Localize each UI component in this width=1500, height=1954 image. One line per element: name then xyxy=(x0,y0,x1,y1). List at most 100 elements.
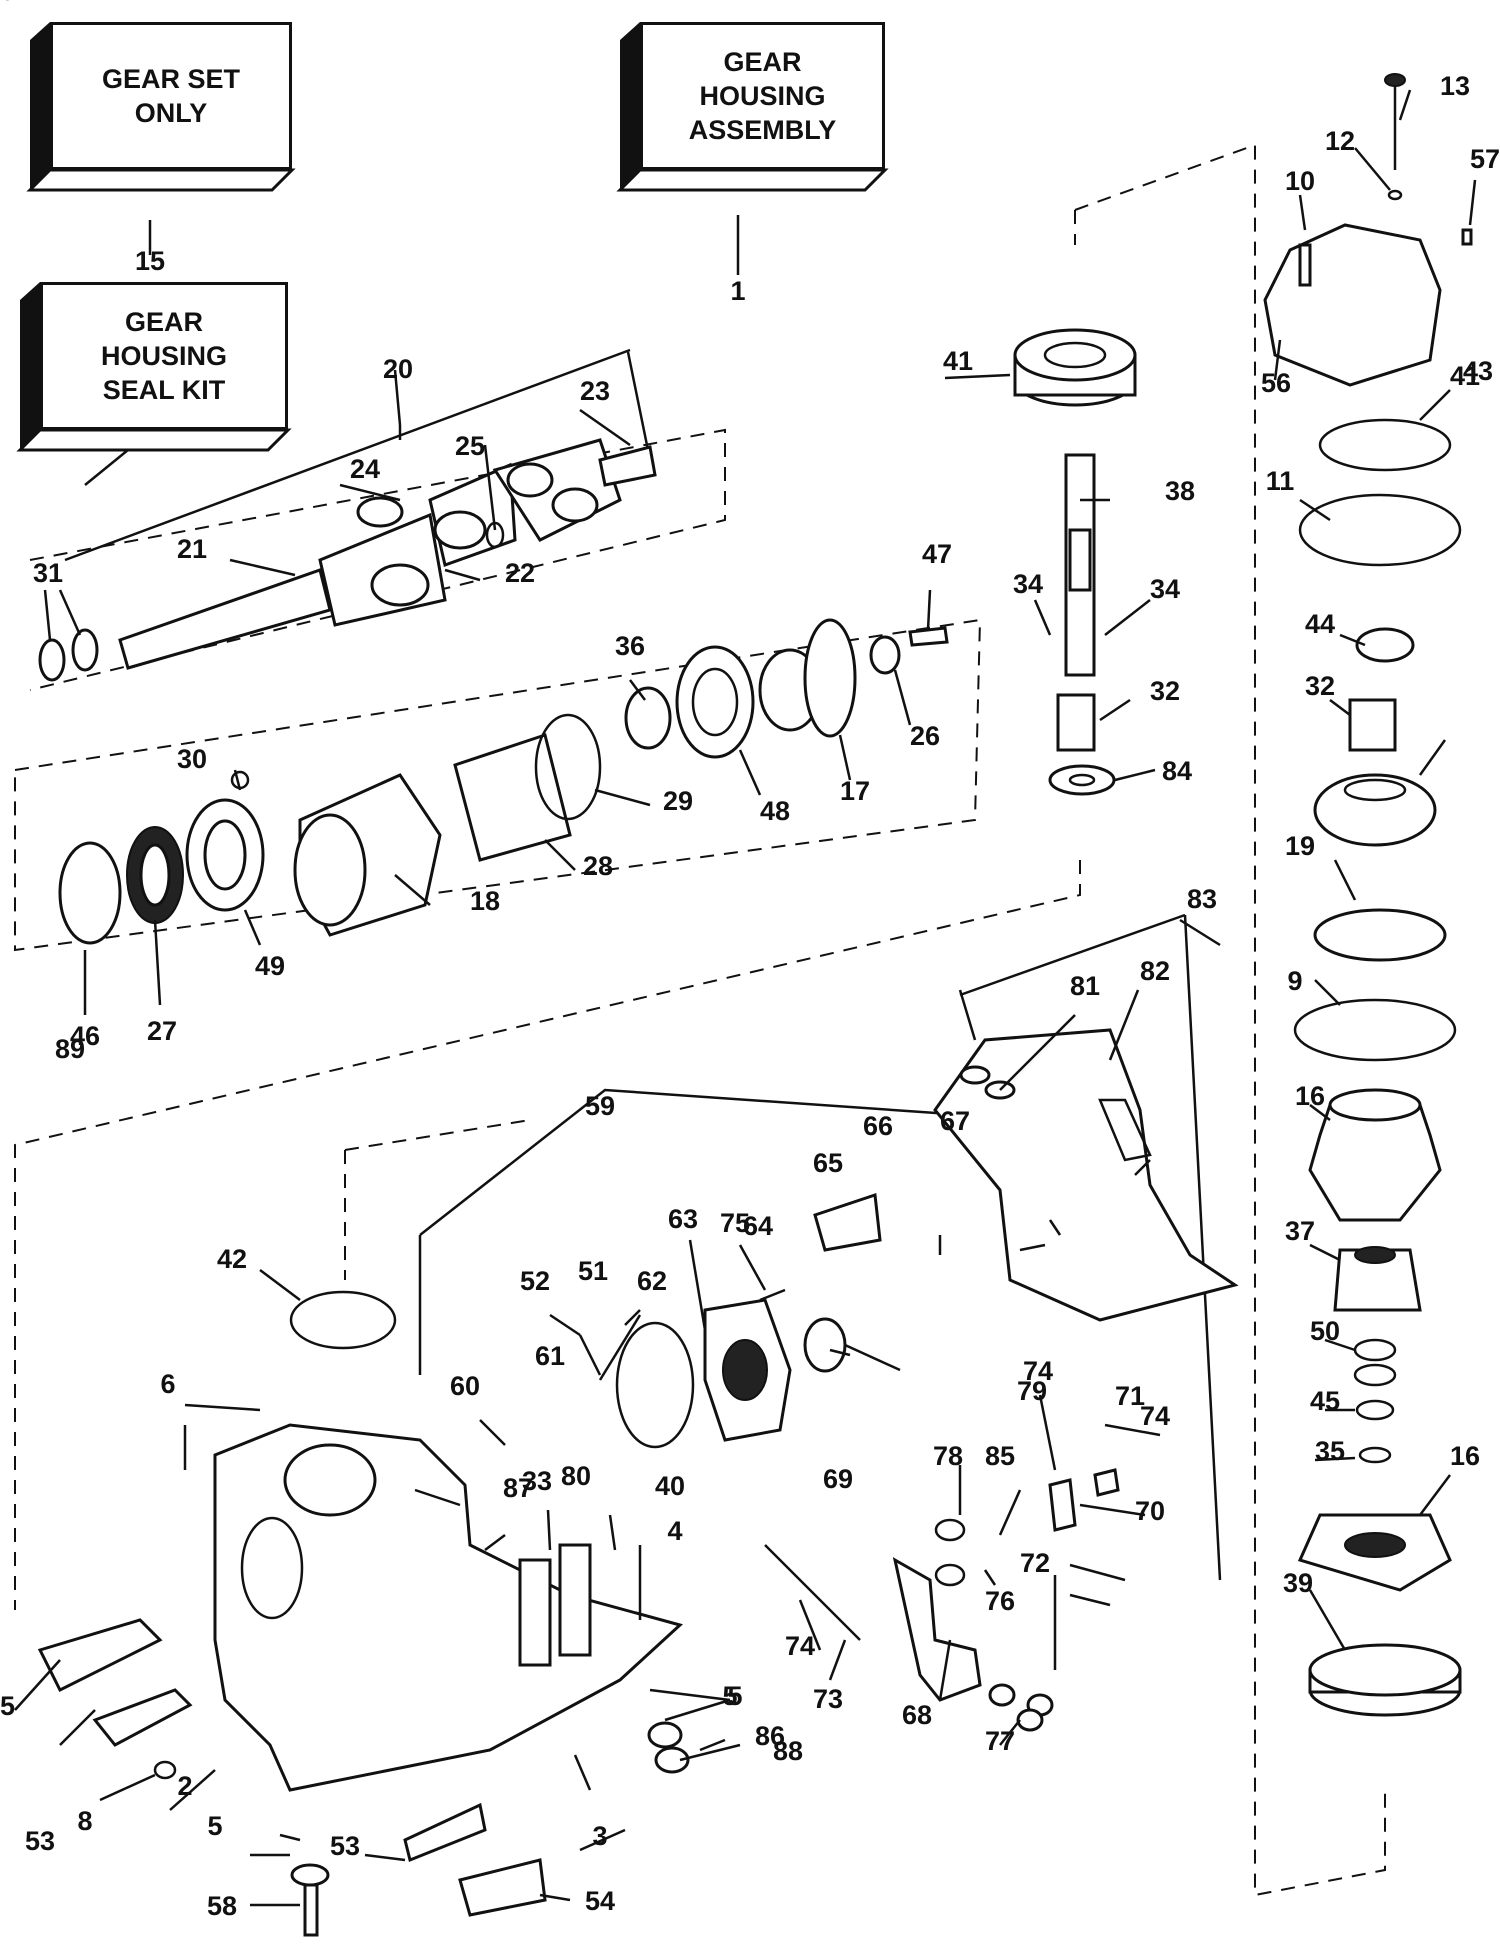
callout-11: 11 xyxy=(1266,466,1295,496)
callout-25: 25 xyxy=(455,431,485,461)
callout-36: 36 xyxy=(615,631,645,661)
callout-75: 75 xyxy=(720,1208,750,1238)
callout-45: 45 xyxy=(1310,1386,1340,1416)
callout-16: 16 xyxy=(1450,1441,1480,1471)
callout-74: 74 xyxy=(785,1631,815,1661)
callout-63: 63 xyxy=(668,1204,698,1234)
callout-28: 28 xyxy=(583,851,613,881)
callout-83: 83 xyxy=(1187,884,1217,914)
callout-74: 74 xyxy=(1023,1356,1053,1386)
callout-80: 80 xyxy=(561,1461,591,1491)
callout-48: 48 xyxy=(760,796,790,826)
callout-89: 89 xyxy=(55,1034,85,1064)
callout-5: 5 xyxy=(722,1681,737,1711)
callout-33: 33 xyxy=(522,1466,552,1496)
callout-79: 79 xyxy=(1017,1376,1047,1406)
callout-66: 66 xyxy=(863,1111,893,1141)
callout-10: 10 xyxy=(1285,166,1315,196)
callout-46: 46 xyxy=(70,1021,100,1051)
callout-38: 38 xyxy=(1165,476,1195,506)
callout-35: 35 xyxy=(1315,1436,1345,1466)
gear-housing-group xyxy=(37,1028,1239,1937)
callout-39: 39 xyxy=(1283,1568,1313,1598)
callout-32: 32 xyxy=(1305,671,1335,701)
callout-27: 27 xyxy=(147,1016,177,1046)
callout-20: 20 xyxy=(383,354,413,384)
callout-24: 24 xyxy=(350,454,380,484)
callout-47: 47 xyxy=(922,539,952,569)
callout-58: 58 xyxy=(207,1891,237,1921)
callout-55: 55 xyxy=(0,1691,15,1721)
callout-3: 3 xyxy=(592,1821,607,1851)
callout-62: 62 xyxy=(637,1266,667,1296)
callout-29: 29 xyxy=(663,786,693,816)
kit-box-gear-housing-seal-kit: GEAR HOUSING SEAL KIT xyxy=(40,282,288,430)
callout-69: 69 xyxy=(823,1464,853,1494)
callout-40: 40 xyxy=(655,1471,685,1501)
callout-59: 59 xyxy=(585,1091,615,1121)
callout-87: 87 xyxy=(503,1473,533,1503)
callout-74: 74 xyxy=(1140,1401,1170,1431)
callout-88: 88 xyxy=(773,1736,803,1766)
callout-84: 84 xyxy=(1162,756,1192,786)
callout-37: 37 xyxy=(1285,1216,1315,1246)
callout-81: 81 xyxy=(1070,971,1100,1001)
callout-76: 76 xyxy=(985,1586,1015,1616)
callout-5: 5 xyxy=(207,1811,222,1841)
callout-17: 17 xyxy=(840,776,870,806)
callout-67: 67 xyxy=(940,1106,970,1136)
callout-41: 41 xyxy=(943,346,973,376)
callout-12: 12 xyxy=(1325,126,1355,156)
callout-72: 72 xyxy=(1020,1548,1050,1578)
callout-60: 60 xyxy=(450,1371,480,1401)
callout-85: 85 xyxy=(985,1441,1015,1471)
callout-2: 2 xyxy=(177,1771,192,1801)
callout-31: 31 xyxy=(33,558,63,588)
callout-86: 86 xyxy=(755,1721,785,1751)
callout-4: 4 xyxy=(667,1516,682,1546)
callout-50: 50 xyxy=(1310,1316,1340,1346)
bearing-housing-group xyxy=(58,618,949,945)
kit-box-shading xyxy=(16,22,889,452)
callout-30: 30 xyxy=(177,744,207,774)
callout-1: 1 xyxy=(730,276,745,306)
bracket-lines xyxy=(64,348,1222,1581)
callout-57: 57 xyxy=(1470,144,1500,174)
callout-42: 42 xyxy=(217,1244,247,1274)
vertical-shaft-group xyxy=(1013,328,1137,796)
callout-19: 19 xyxy=(1285,831,1315,861)
callout-56: 56 xyxy=(1261,368,1291,398)
callout-53: 53 xyxy=(330,1831,360,1861)
leader-lines xyxy=(14,89,1477,1907)
callout-8: 8 xyxy=(77,1806,92,1836)
callout-49: 49 xyxy=(255,951,285,981)
callout-77: 77 xyxy=(985,1726,1015,1756)
callout-54: 54 xyxy=(585,1886,615,1916)
callout-65: 65 xyxy=(813,1148,843,1178)
callout-73: 73 xyxy=(813,1684,843,1714)
callout-52: 52 xyxy=(520,1266,550,1296)
kit-box-gear-set-only: GEAR SET ONLY xyxy=(50,22,292,170)
callout-13: 13 xyxy=(1440,71,1470,101)
callout-78: 78 xyxy=(933,1441,963,1471)
callout-23: 23 xyxy=(580,376,610,406)
callout-70: 70 xyxy=(1135,1496,1165,1526)
drive-shaft-assembly xyxy=(38,438,657,682)
callout-5: 5 xyxy=(727,1681,742,1711)
callout-64: 64 xyxy=(743,1211,773,1241)
kit-box-gear-housing-assembly: GEAR HOUSING ASSEMBLY xyxy=(640,22,885,170)
callout-82: 82 xyxy=(1140,956,1170,986)
callout-44: 44 xyxy=(1305,609,1335,639)
callout-21: 21 xyxy=(177,534,207,564)
callout-68: 68 xyxy=(902,1700,932,1730)
callout-15: 15 xyxy=(135,246,165,276)
right-column-stack xyxy=(1263,73,1473,1717)
callout-43: 43 xyxy=(1463,356,1493,386)
callout-18: 18 xyxy=(470,886,500,916)
callout-71: 71 xyxy=(1115,1381,1145,1411)
callout-16: 16 xyxy=(1295,1081,1325,1111)
callout-41: 41 xyxy=(1450,361,1480,391)
callout-51: 51 xyxy=(578,1256,608,1286)
